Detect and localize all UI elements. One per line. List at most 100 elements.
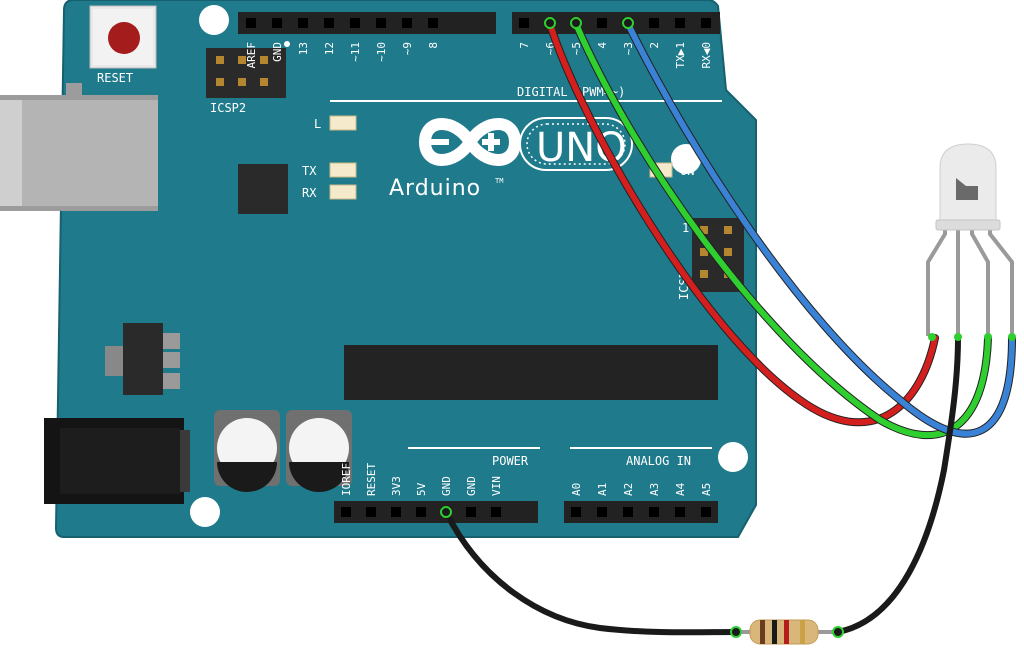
led-green-leg-end bbox=[984, 333, 992, 341]
icsp2-label: ICSP2 bbox=[210, 101, 246, 115]
digital-label: DIGITAL (PWM=~) bbox=[517, 85, 625, 99]
wire-black-resistor-to-led bbox=[835, 335, 961, 635]
pin-label: 8 bbox=[427, 42, 440, 49]
pin-label: ~5 bbox=[570, 42, 583, 55]
icsp2-pin-one-marker bbox=[284, 41, 290, 47]
header-pin-hole bbox=[391, 507, 401, 517]
pin-label: GND bbox=[465, 476, 478, 496]
pin-label: A5 bbox=[700, 483, 713, 496]
capacitor bbox=[286, 410, 352, 492]
pin5-wire-end bbox=[570, 17, 582, 29]
icsp-pin bbox=[238, 56, 246, 64]
dc-power-jack bbox=[44, 418, 190, 504]
pin-label: VIN bbox=[490, 476, 503, 496]
pin-label: 3V3 bbox=[390, 476, 403, 496]
header-pin-hole bbox=[466, 507, 476, 517]
header-pin-hole bbox=[701, 18, 711, 28]
header-pin-hole bbox=[350, 18, 360, 28]
icsp-pin bbox=[724, 226, 732, 234]
reset-button[interactable] bbox=[89, 5, 157, 69]
pin-label: 13 bbox=[297, 42, 310, 55]
mounting-hole bbox=[199, 5, 229, 35]
pin-label: 5V bbox=[415, 482, 428, 496]
arduino-logo bbox=[418, 118, 522, 166]
rgb-led bbox=[926, 143, 1014, 336]
icsp-pin bbox=[700, 270, 708, 278]
pin-label: 7 bbox=[518, 42, 531, 49]
analog-label: ANALOG IN bbox=[626, 454, 691, 468]
header-pin-hole bbox=[649, 18, 659, 28]
header-pin-hole bbox=[246, 18, 256, 28]
header-pin-hole bbox=[675, 18, 685, 28]
header-pin-hole bbox=[376, 18, 386, 28]
resistor-right-end bbox=[832, 626, 844, 638]
top-right-header bbox=[512, 12, 720, 34]
5v-wire-end bbox=[440, 506, 452, 518]
power-header bbox=[334, 501, 538, 523]
header-pin-hole bbox=[324, 18, 334, 28]
pin-label: ~9 bbox=[401, 42, 414, 55]
pin-label: 2 bbox=[648, 42, 661, 49]
icsp-pin bbox=[724, 248, 732, 256]
atmega-chip bbox=[344, 345, 718, 400]
pin-label: A2 bbox=[622, 483, 635, 496]
led-common-leg-end bbox=[954, 333, 962, 341]
pin-label: RX◀0 bbox=[700, 42, 713, 69]
wire-green-pin5-core bbox=[573, 21, 991, 439]
header-pin-hole bbox=[571, 507, 581, 517]
icsp-pin bbox=[260, 78, 268, 86]
power-label: POWER bbox=[492, 454, 529, 468]
tx-led bbox=[329, 162, 357, 178]
icsp-pin bbox=[216, 56, 224, 64]
header-pin-hole bbox=[701, 507, 711, 517]
resistor bbox=[738, 619, 840, 645]
usb-chip bbox=[238, 164, 288, 214]
tx-led-label: TX bbox=[302, 164, 317, 178]
rx-led bbox=[329, 184, 357, 200]
l-led bbox=[329, 115, 357, 131]
pin-label: A4 bbox=[674, 482, 687, 496]
mounting-hole bbox=[671, 144, 701, 174]
header-pin-hole bbox=[298, 18, 308, 28]
header-pin-hole bbox=[675, 507, 685, 517]
wire-blue-pin3-core bbox=[625, 21, 1015, 437]
header-pin-hole bbox=[519, 18, 529, 28]
icsp2-header bbox=[206, 48, 286, 98]
mounting-hole bbox=[718, 442, 748, 472]
header-pin-hole bbox=[341, 507, 351, 517]
pin-label: ~10 bbox=[375, 42, 388, 62]
top-left-header bbox=[238, 12, 496, 34]
resistor-left-end bbox=[730, 626, 742, 638]
icsp-pin-one-label: 1 bbox=[682, 221, 689, 235]
reset-button-cap[interactable] bbox=[108, 22, 140, 54]
pin-label: ~11 bbox=[349, 42, 362, 62]
pin-label: TX▶1 bbox=[674, 42, 687, 69]
pin6-wire-end bbox=[544, 17, 556, 29]
icsp-pin bbox=[700, 226, 708, 234]
mounting-hole bbox=[190, 497, 220, 527]
capacitor bbox=[214, 410, 280, 492]
icsp-pin bbox=[238, 78, 246, 86]
icsp-pin bbox=[216, 78, 224, 86]
pin-label: GND bbox=[440, 476, 453, 496]
pin3-wire-end bbox=[622, 17, 634, 29]
on-led-label: ON bbox=[680, 164, 694, 178]
header-pin-hole bbox=[649, 507, 659, 517]
header-pin-hole bbox=[402, 18, 412, 28]
header-pin-hole bbox=[272, 18, 282, 28]
led-red-leg-end bbox=[928, 333, 936, 341]
pin-label: A1 bbox=[596, 483, 609, 496]
usb-connector bbox=[0, 83, 158, 211]
trademark: TM bbox=[495, 177, 503, 185]
header-pin-hole bbox=[416, 507, 426, 517]
header-pin-hole bbox=[597, 507, 607, 517]
pin-label: 4 bbox=[596, 42, 609, 49]
pin-label: AREF bbox=[245, 42, 258, 69]
header-pin-hole bbox=[597, 18, 607, 28]
icsp-pin bbox=[260, 56, 268, 64]
reset-label: RESET bbox=[97, 71, 133, 85]
header-pin-hole bbox=[366, 507, 376, 517]
pin-label: A0 bbox=[570, 483, 583, 496]
pin-label: IOREF bbox=[340, 463, 353, 496]
